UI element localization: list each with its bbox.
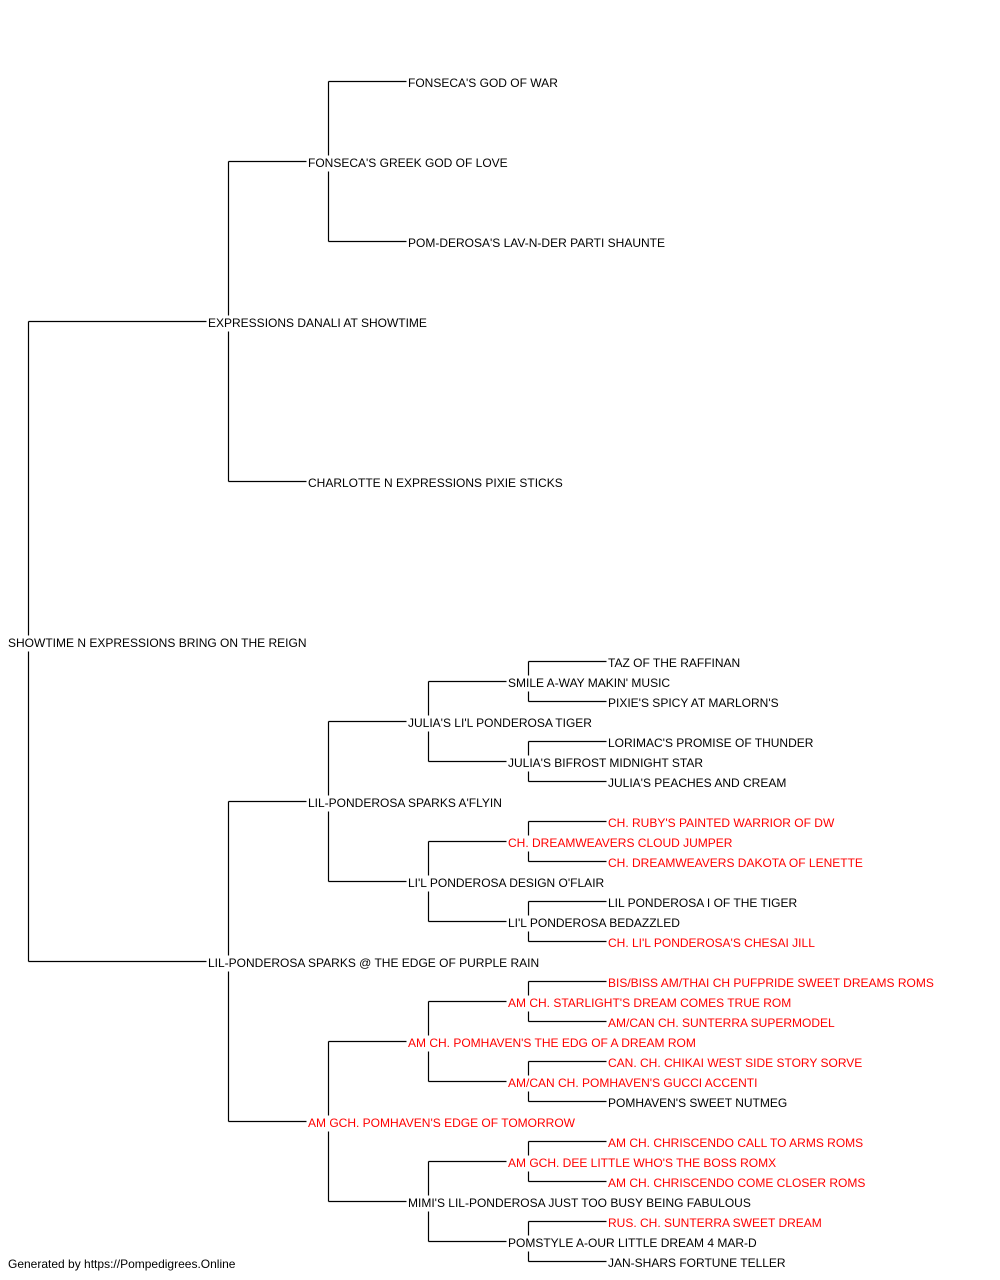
pedigree-name-dam-sire-dam-dam: LI'L PONDEROSA BEDAZZLED: [507, 916, 681, 930]
pedigree-name-sire: EXPRESSIONS DANALI AT SHOWTIME: [207, 316, 428, 330]
pedigree-name-dam-sire-dam-sire-sire: CH. RUBY'S PAINTED WARRIOR OF DW: [607, 816, 836, 830]
pedigree-name-dam-dam-sire-dam: AM/CAN CH. POMHAVEN'S GUCCI ACCENTI: [507, 1076, 759, 1090]
pedigree-name-dam-sire-sire: JULIA'S LI'L PONDEROSA TIGER: [407, 716, 593, 730]
pedigree-name-dam-dam-sire-sire-sire: BIS/BISS AM/THAI CH PUFPRIDE SWEET DREAM…: [607, 976, 935, 990]
pedigree-name-dam: LIL-PONDEROSA SPARKS @ THE EDGE OF PURPL…: [207, 956, 541, 970]
pedigree-name-dam-sire-dam: LI'L PONDEROSA DESIGN O'FLAIR: [407, 876, 606, 890]
pedigree-name-dam-sire-sire-sire-sire: TAZ OF THE RAFFINAN: [607, 656, 742, 670]
pedigree-name-dam-sire-dam-dam-sire: LIL PONDEROSA I OF THE TIGER: [607, 896, 799, 910]
footer-credit: Generated by https://Pompedigrees.Online: [8, 1257, 236, 1271]
pedigree-name-sire-sire: FONSECA'S GREEK GOD OF LOVE: [307, 156, 509, 170]
pedigree-name-dam-dam-dam-sire: AM GCH. DEE LITTLE WHO'S THE BOSS ROMX: [507, 1156, 778, 1170]
pedigree-name-sire-sire-sire: FONSECA'S GOD OF WAR: [407, 76, 559, 90]
pedigree-name-dam-dam-dam: MIMI'S LIL-PONDEROSA JUST TOO BUSY BEING…: [407, 1196, 752, 1210]
pedigree-name-dam-sire-dam-dam-dam: CH. LI'L PONDEROSA'S CHESAI JILL: [607, 936, 816, 950]
pedigree-name-dam-sire: LIL-PONDEROSA SPARKS A'FLYIN: [307, 796, 503, 810]
pedigree-name-dam-dam-dam-dam: POMSTYLE A-OUR LITTLE DREAM 4 MAR-D: [507, 1236, 758, 1250]
pedigree-name-dam-sire-dam-sire: CH. DREAMWEAVERS CLOUD JUMPER: [507, 836, 734, 850]
pedigree-name-dam-dam-sire-sire-dam: AM/CAN CH. SUNTERRA SUPERMODEL: [607, 1016, 836, 1030]
pedigree-name-dam-dam-sire-dam-sire: CAN. CH. CHIKAI WEST SIDE STORY SORVE: [607, 1056, 864, 1070]
pedigree-name-dam-dam-dam-dam-dam: JAN-SHARS FORTUNE TELLER: [607, 1256, 787, 1270]
pedigree-name-dam-sire-sire-dam-sire: LORIMAC'S PROMISE OF THUNDER: [607, 736, 815, 750]
pedigree-name-sire-sire-dam: POM-DEROSA'S LAV-N-DER PARTI SHAUNTE: [407, 236, 666, 250]
pedigree-name-dam-sire-dam-sire-dam: CH. DREAMWEAVERS DAKOTA OF LENETTE: [607, 856, 864, 870]
pedigree-name-dam-sire-sire-dam: JULIA'S BIFROST MIDNIGHT STAR: [507, 756, 704, 770]
pedigree-name-subject: SHOWTIME N EXPRESSIONS BRING ON THE REIG…: [7, 636, 308, 650]
pedigree-name-dam-sire-sire-sire: SMILE A-WAY MAKIN' MUSIC: [507, 676, 672, 690]
pedigree-name-sire-dam: CHARLOTTE N EXPRESSIONS PIXIE STICKS: [307, 476, 564, 490]
pedigree-name-dam-dam-sire-dam-dam: POMHAVEN'S SWEET NUTMEG: [607, 1096, 789, 1110]
pedigree-name-dam-dam-dam-dam-sire: RUS. CH. SUNTERRA SWEET DREAM: [607, 1216, 823, 1230]
pedigree-name-dam-dam-sire: AM CH. POMHAVEN'S THE EDG OF A DREAM ROM: [407, 1036, 697, 1050]
pedigree-name-dam-dam-dam-sire-sire: AM CH. CHRISCENDO CALL TO ARMS ROMS: [607, 1136, 865, 1150]
pedigree-name-dam-dam-sire-sire: AM CH. STARLIGHT'S DREAM COMES TRUE ROM: [507, 996, 793, 1010]
pedigree-name-dam-dam: AM GCH. POMHAVEN'S EDGE OF TOMORROW: [307, 1116, 576, 1130]
pedigree-name-dam-sire-sire-dam-dam: JULIA'S PEACHES AND CREAM: [607, 776, 788, 790]
pedigree-name-dam-sire-sire-sire-dam: PIXIE'S SPICY AT MARLORN'S: [607, 696, 780, 710]
pedigree-name-dam-dam-dam-sire-dam: AM CH. CHRISCENDO COME CLOSER ROMS: [607, 1176, 867, 1190]
